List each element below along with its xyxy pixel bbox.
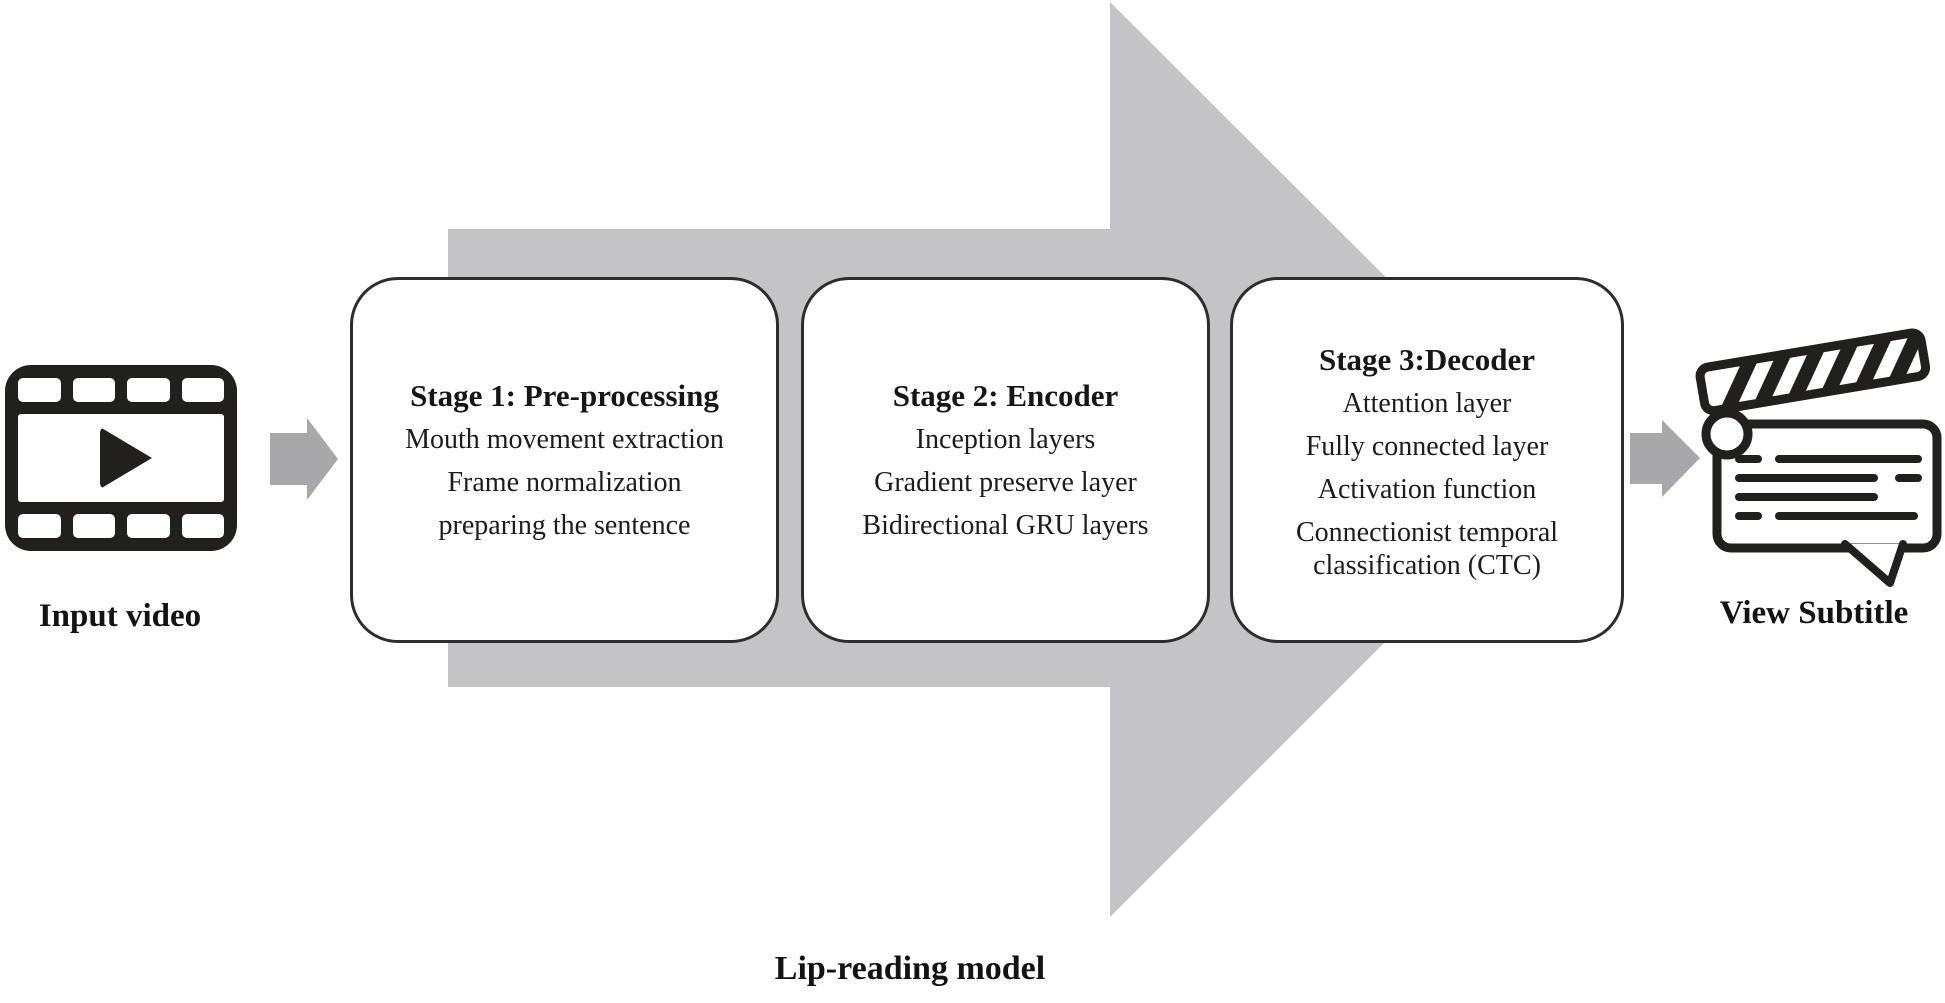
stage-2-encoder-box: Stage 2: Encoder Inception layers Gradie… — [801, 277, 1210, 643]
input-video-icon — [5, 365, 237, 551]
stage-3-item: Fully connected layer — [1305, 431, 1549, 462]
stage-1-preprocessing-box: Stage 1: Pre-processing Mouth movement e… — [350, 277, 779, 643]
stage-2-item: Bidirectional GRU layers — [862, 509, 1149, 541]
speech-bubble-tail — [1841, 540, 1907, 587]
film-perforation-row-bottom — [18, 514, 224, 538]
clapper-hinge — [1701, 408, 1753, 460]
stage-2-item: Inception layers — [915, 423, 1096, 455]
clapper-bar — [1695, 328, 1931, 416]
play-icon — [100, 427, 152, 489]
stage-3-title: Stage 3:Decoder — [1318, 342, 1536, 377]
view-subtitle-label: View Subtitle — [1719, 595, 1909, 631]
stage-1-item: preparing the sentence — [438, 509, 691, 541]
view-subtitle-icon — [1695, 328, 1942, 587]
film-perforation-row-top — [18, 378, 224, 402]
stage-3-item: Attention layer — [1342, 388, 1512, 419]
film-screen — [18, 414, 224, 502]
stage-1-title: Stage 1: Pre-processing — [410, 377, 719, 413]
stage-1-item: Mouth movement extraction — [405, 423, 724, 455]
stage-1-item: Frame normalization — [447, 466, 682, 498]
stage-2-title: Stage 2: Encoder — [892, 377, 1119, 413]
stage-3-item: Activation function — [1317, 474, 1537, 505]
stage-3-decoder-box: Stage 3:Decoder Attention layer Fully co… — [1230, 277, 1624, 643]
stage-2-item: Gradient preserve layer — [874, 466, 1137, 498]
output-arrow-icon — [1630, 420, 1700, 497]
input-arrow-icon — [270, 418, 338, 500]
model-caption: Lip-reading model — [774, 950, 1046, 987]
subtitle-lines — [1735, 455, 1922, 520]
stage-3-item: Connectionist temporal classification (C… — [1295, 517, 1559, 581]
input-video-label: Input video — [38, 598, 202, 634]
